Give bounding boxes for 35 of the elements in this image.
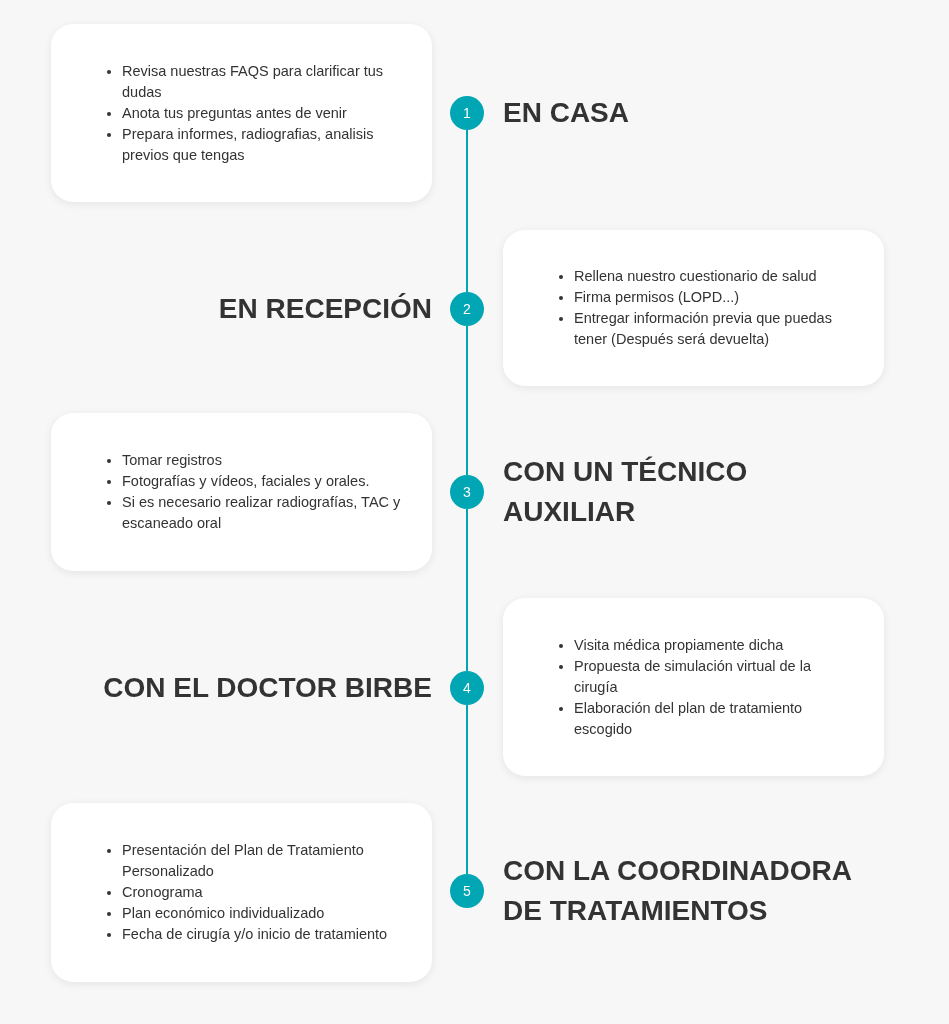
bullet-item: Cronograma	[106, 882, 402, 903]
step-heading: CON EL DOCTOR BIRBE	[102, 671, 432, 705]
timeline-line	[466, 704, 468, 875]
step-number: 3	[450, 475, 484, 509]
step-number: 1	[450, 96, 484, 130]
bullet-item: Firma permisos (LOPD...)	[558, 287, 854, 308]
bullet-item: Plan económico individualizado	[106, 903, 402, 924]
bullet-item: Entregar información previa que puedas tener (Después será devuelta)	[558, 308, 854, 350]
step-number: 2	[450, 292, 484, 326]
info-card	[503, 598, 884, 776]
bullet-item: Fotografías y vídeos, faciales y orales.	[106, 471, 402, 492]
bullet-item: Elaboración del plan de tratamiento escogido	[558, 697, 854, 740]
bullet-item: Visita médica propiamente dicha	[558, 634, 854, 656]
info-card	[51, 413, 432, 571]
bullet-item: Rellena nuestro cuestionario de salud	[558, 266, 854, 287]
step-heading: EN RECEPCIÓN	[217, 292, 432, 326]
timeline-line	[466, 325, 468, 476]
step-heading: CON LA COORDINADORA DE TRATAMIENTOS	[503, 854, 852, 928]
step-heading: EN CASA	[503, 96, 630, 130]
bullet-item: Tomar registros	[106, 450, 402, 471]
timeline-line	[466, 508, 468, 672]
info-card	[51, 24, 432, 202]
info-card	[503, 230, 884, 386]
step-number: 5	[450, 874, 484, 908]
step-heading: CON UN TÉCNICO AUXILIAR	[503, 455, 749, 529]
bullet-item: Revisa nuestras FAQS para clarificar tus dudas	[106, 60, 402, 103]
bullet-item: Prepara informes, radiografias, analisis previos que tengas	[106, 123, 402, 166]
bullet-item: Presentación del Plan de Tratamiento Personalizado	[106, 840, 402, 882]
bullet-item: Fecha de cirugía y/o inicio de tratamiento	[106, 924, 402, 945]
bullet-item: Si es necesario realizar radiografías, TAC y escaneado oral	[106, 492, 402, 534]
info-card	[51, 803, 432, 982]
bullet-item: Anota tus preguntas antes de venir	[106, 102, 402, 124]
timeline-line	[466, 129, 468, 293]
step-number: 4	[450, 671, 484, 705]
bullet-item: Propuesta de simulación virtual de la cirugía	[558, 655, 854, 698]
